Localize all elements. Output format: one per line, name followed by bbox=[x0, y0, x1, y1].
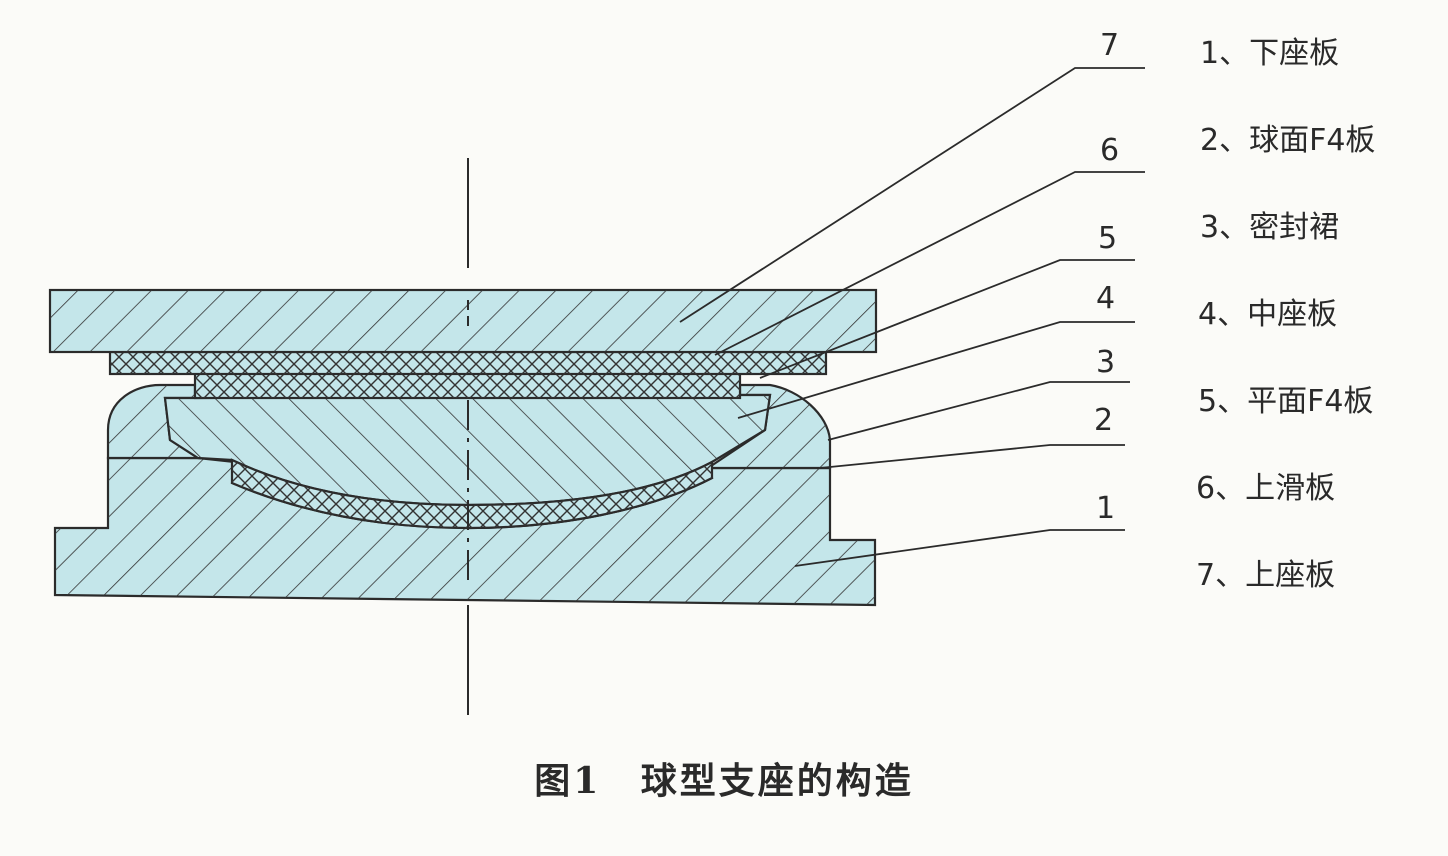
leader-lines bbox=[679, 67, 1145, 567]
legend-item-7: 7、上座板 bbox=[1196, 558, 1336, 593]
callout-numbers: 7 6 5 4 3 2 1 bbox=[1094, 28, 1119, 526]
seal-skirt bbox=[106, 383, 832, 470]
figure-caption: 图1 球型支座的构造 bbox=[0, 752, 1448, 804]
legend-item-1: 1、下座板 bbox=[1200, 36, 1340, 71]
legend-item-3: 3、密封裙 bbox=[1200, 210, 1340, 245]
upper-seat-plate bbox=[48, 288, 878, 354]
legend-item-5: 5、平面F4板 bbox=[1198, 384, 1374, 419]
legend-item-2: 2、球面F4板 bbox=[1200, 123, 1376, 158]
callout-6: 6 bbox=[1100, 133, 1119, 168]
callout-3: 3 bbox=[1096, 345, 1115, 380]
spherical-f4-plate bbox=[230, 458, 714, 530]
callout-2: 2 bbox=[1094, 403, 1113, 438]
legend-item-4: 4、中座板 bbox=[1198, 297, 1338, 332]
callout-5: 5 bbox=[1098, 221, 1117, 256]
figure-title: 球型支座的构造 bbox=[640, 760, 914, 802]
legend-item-6: 6、上滑板 bbox=[1196, 471, 1336, 506]
figure-label: 图1 bbox=[534, 760, 602, 802]
callout-4: 4 bbox=[1096, 281, 1115, 316]
callout-7: 7 bbox=[1100, 28, 1119, 63]
upper-slide-plate bbox=[108, 350, 828, 376]
callout-1: 1 bbox=[1096, 491, 1115, 526]
